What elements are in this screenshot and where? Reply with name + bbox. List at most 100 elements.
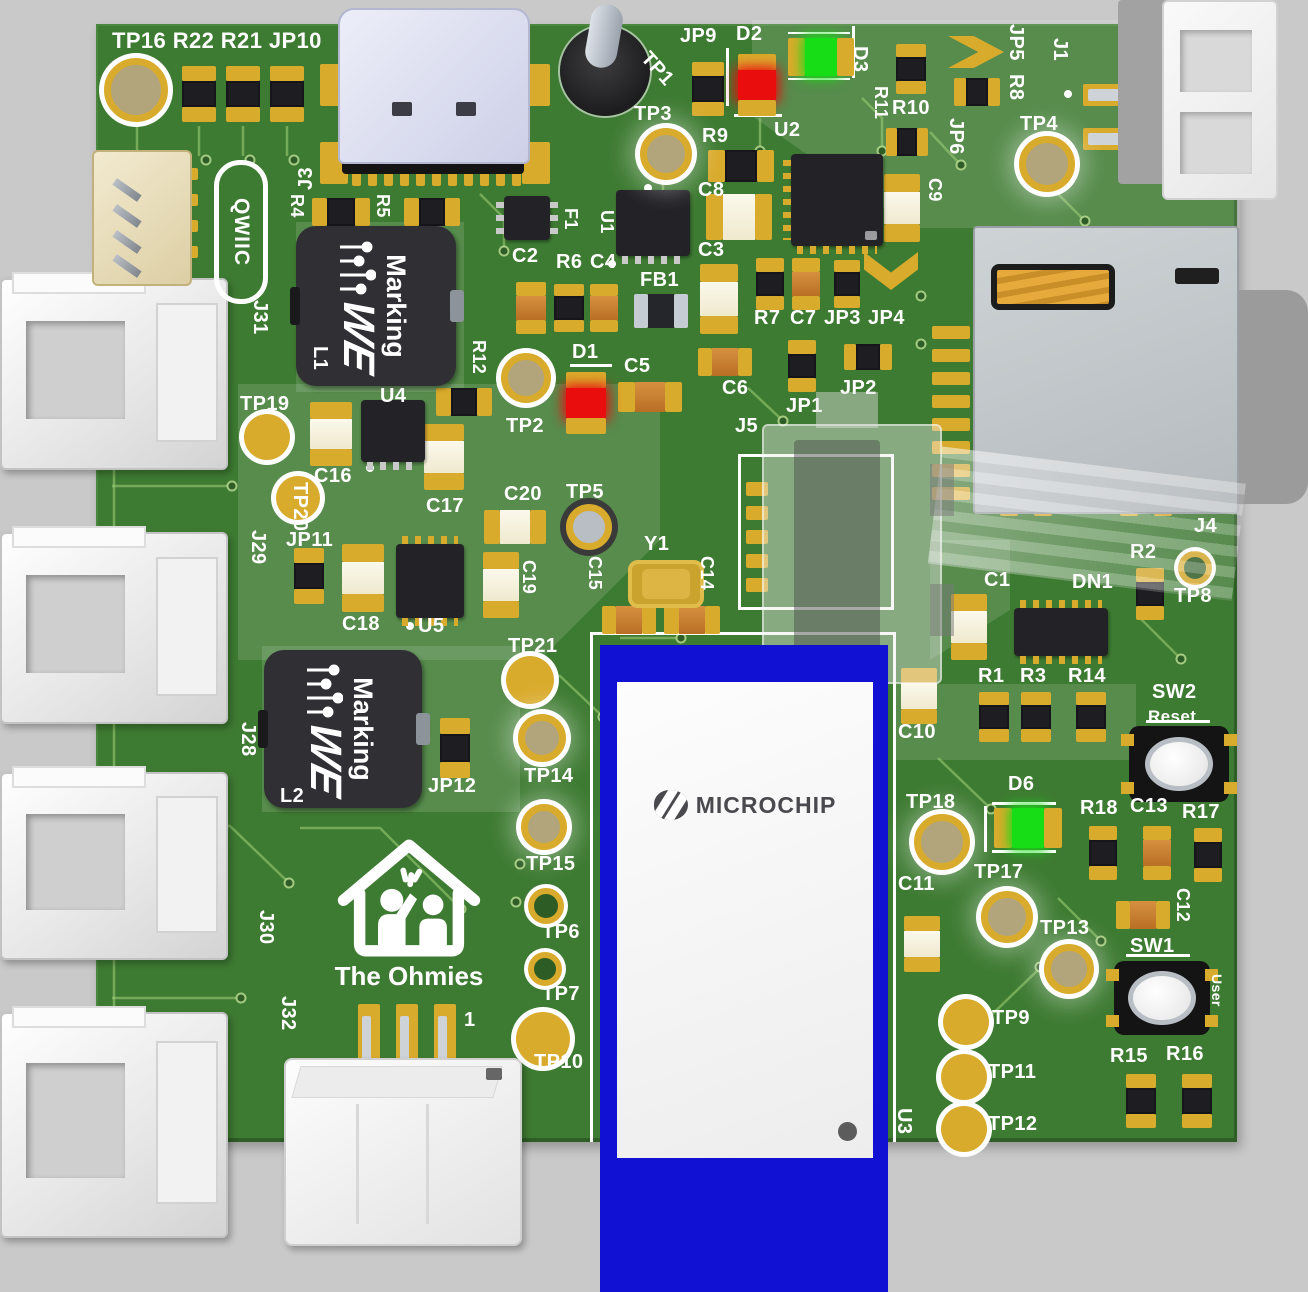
TP16-testpoint <box>104 58 168 122</box>
TP1-testpoint <box>560 1 650 116</box>
R18-component <box>1089 826 1117 880</box>
via <box>1175 653 1187 665</box>
chip-pad <box>692 62 724 77</box>
chip-pad <box>673 294 688 328</box>
usb-slot <box>456 102 476 116</box>
chip-pad <box>1044 808 1062 848</box>
ohmies-logo-text: The Ohmies <box>334 961 484 991</box>
solder-pad <box>932 326 970 339</box>
solder-pad <box>400 166 409 186</box>
chip-body <box>884 191 920 225</box>
ic-pins <box>622 256 684 264</box>
connector-pin <box>438 1016 447 1078</box>
ohmies-house-icon <box>337 839 481 957</box>
chip-body <box>424 441 464 473</box>
silkscreen-label-c15: C15 <box>585 556 605 591</box>
TP8-testpoint <box>1178 551 1212 585</box>
silkscreen-label-tp14: TP14 <box>524 765 574 787</box>
silkscreen-label-jp6: JP6 <box>945 118 967 155</box>
sd-latch <box>1175 268 1219 284</box>
C20-component <box>484 510 546 544</box>
connector-pin <box>400 1016 409 1078</box>
chip-pad <box>424 424 464 442</box>
via <box>288 154 300 166</box>
chip-body <box>1130 901 1156 929</box>
inductor-marking-text: Marking <box>348 677 379 781</box>
via <box>1079 215 1091 227</box>
silkscreen-label-r9: R9 <box>702 125 729 147</box>
chip-pad <box>483 552 519 570</box>
silkscreen-label-c14: C14 <box>697 556 717 591</box>
silkscreen-label-c2: C2 <box>512 245 539 267</box>
chip-body <box>896 57 926 81</box>
U1-ic <box>616 190 690 264</box>
R7-component <box>756 258 784 310</box>
silkscreen-label-tp15: TP15 <box>526 853 576 875</box>
silkscreen-label-c10: C10 <box>898 721 936 743</box>
connector-top-face <box>291 1066 503 1098</box>
chip-pad <box>1076 692 1106 705</box>
chip-pad <box>516 320 546 334</box>
silkscreen-label-jp5: JP5 <box>1005 24 1027 61</box>
silkscreen-label-f1: F1 <box>561 208 581 230</box>
silkscreen-label-c5: C5 <box>624 355 651 377</box>
silkscreen-label-tp2: TP2 <box>506 415 544 437</box>
chip-pad <box>1143 865 1171 880</box>
chip-pad <box>834 260 860 273</box>
D1-component <box>566 372 606 434</box>
silkscreen-label-d1: D1 <box>572 341 599 363</box>
R12-component <box>436 388 492 416</box>
chip-body <box>648 294 674 328</box>
chip-body <box>788 353 816 379</box>
silkscreen-label-sw2: SW2 <box>1152 681 1197 703</box>
copper-trace <box>1139 617 1179 657</box>
chip-pad <box>342 544 384 562</box>
chip-pad <box>788 378 816 392</box>
silkscreen-label-u3: U3 <box>893 1108 915 1135</box>
solder-pad <box>932 372 970 385</box>
silkscreen-label-u5: U5 <box>418 615 445 637</box>
chip-pad <box>756 258 784 272</box>
solder-pad <box>932 349 970 362</box>
chip-pad <box>954 78 966 106</box>
C7-component <box>792 258 820 310</box>
chip-pad <box>602 606 617 634</box>
chip-body <box>700 282 738 316</box>
chip-body <box>723 194 755 240</box>
silkscreen-label-r7: R7 <box>754 307 781 329</box>
chip-body <box>500 510 530 544</box>
ic-pins <box>402 536 458 544</box>
R15-component <box>1126 1074 1156 1128</box>
chip-pad <box>692 101 724 116</box>
chip-body <box>805 38 837 76</box>
inductor-terminal <box>258 710 268 748</box>
we-logo-lines <box>307 664 344 718</box>
chip-pad <box>310 449 352 466</box>
TP14-testpoint <box>518 714 566 762</box>
silkscreen-label-c11: C11 <box>898 873 935 895</box>
chip-pad <box>917 128 928 156</box>
connector-j30 <box>0 1006 228 1238</box>
chip-pad <box>312 198 328 226</box>
chip-pad <box>738 99 776 116</box>
R8-component <box>954 78 1000 106</box>
jst-connector-j32 <box>284 1058 522 1246</box>
chip-pad <box>404 198 419 226</box>
silkscreen-label-l1: L1 <box>309 346 331 371</box>
silkscreen-label-tp4: TP4 <box>1020 113 1058 135</box>
silkscreen-label-jp9: JP9 <box>680 25 717 47</box>
connector-j1 <box>1162 0 1278 200</box>
chip-pad <box>979 692 1009 705</box>
chip-pad <box>754 194 772 240</box>
chip-pad <box>310 402 352 419</box>
chip-pad <box>554 284 584 297</box>
chip-pad <box>708 150 726 182</box>
chip-pad <box>664 606 679 634</box>
silkscreen-label-c16: C16 <box>314 465 352 487</box>
sd-card-overhang <box>1235 290 1308 504</box>
chip-pad <box>844 344 857 370</box>
copper-trace <box>929 131 959 163</box>
silkscreen-label-j30: J30 <box>255 910 277 945</box>
